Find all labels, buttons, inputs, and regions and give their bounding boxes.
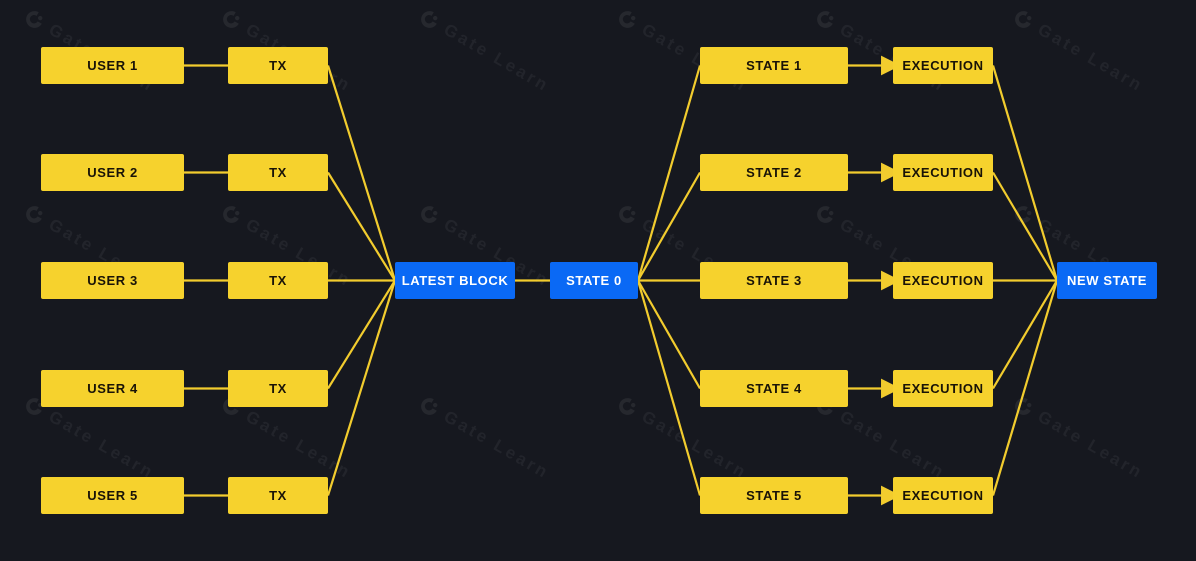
node-state-0: STATE 0	[550, 262, 638, 299]
node-tx-4: TX	[228, 370, 328, 407]
edge-state0-state4	[637, 279, 701, 390]
node-state-2: STATE 2	[700, 154, 848, 191]
node-new-state: NEW STATE	[1057, 262, 1157, 299]
node-tx-1: TX	[228, 47, 328, 84]
node-state-3: STATE 3	[700, 262, 848, 299]
node-execution-5: EXECUTION	[893, 477, 993, 514]
edge-execution1-new-state	[991, 65, 1059, 281]
node-latest-block: LATEST BLOCK	[395, 262, 515, 299]
node-execution-1: EXECUTION	[893, 47, 993, 84]
node-state-5: STATE 5	[700, 477, 848, 514]
node-tx-3: TX	[228, 262, 328, 299]
node-execution-2: EXECUTION	[893, 154, 993, 191]
node-state-4: STATE 4	[700, 370, 848, 407]
node-user-1: USER 1	[41, 47, 184, 84]
node-execution-3: EXECUTION	[893, 262, 993, 299]
edge-state0-state2	[637, 171, 701, 282]
edge-execution5-new-state	[991, 280, 1059, 496]
node-tx-5: TX	[228, 477, 328, 514]
edge-tx1-latest-block	[326, 65, 397, 281]
node-tx-2: TX	[228, 154, 328, 191]
edge-tx5-latest-block	[326, 280, 397, 496]
node-user-4: USER 4	[41, 370, 184, 407]
node-user-2: USER 2	[41, 154, 184, 191]
edge-tx2-latest-block	[327, 171, 396, 282]
node-execution-4: EXECUTION	[893, 370, 993, 407]
node-state-1: STATE 1	[700, 47, 848, 84]
edge-execution4-new-state	[992, 279, 1058, 390]
node-user-5: USER 5	[41, 477, 184, 514]
edge-state0-state1	[636, 65, 702, 281]
edge-execution2-new-state	[992, 171, 1058, 282]
node-user-3: USER 3	[41, 262, 184, 299]
edge-state0-state5	[636, 280, 702, 496]
edge-tx4-latest-block	[327, 279, 396, 390]
